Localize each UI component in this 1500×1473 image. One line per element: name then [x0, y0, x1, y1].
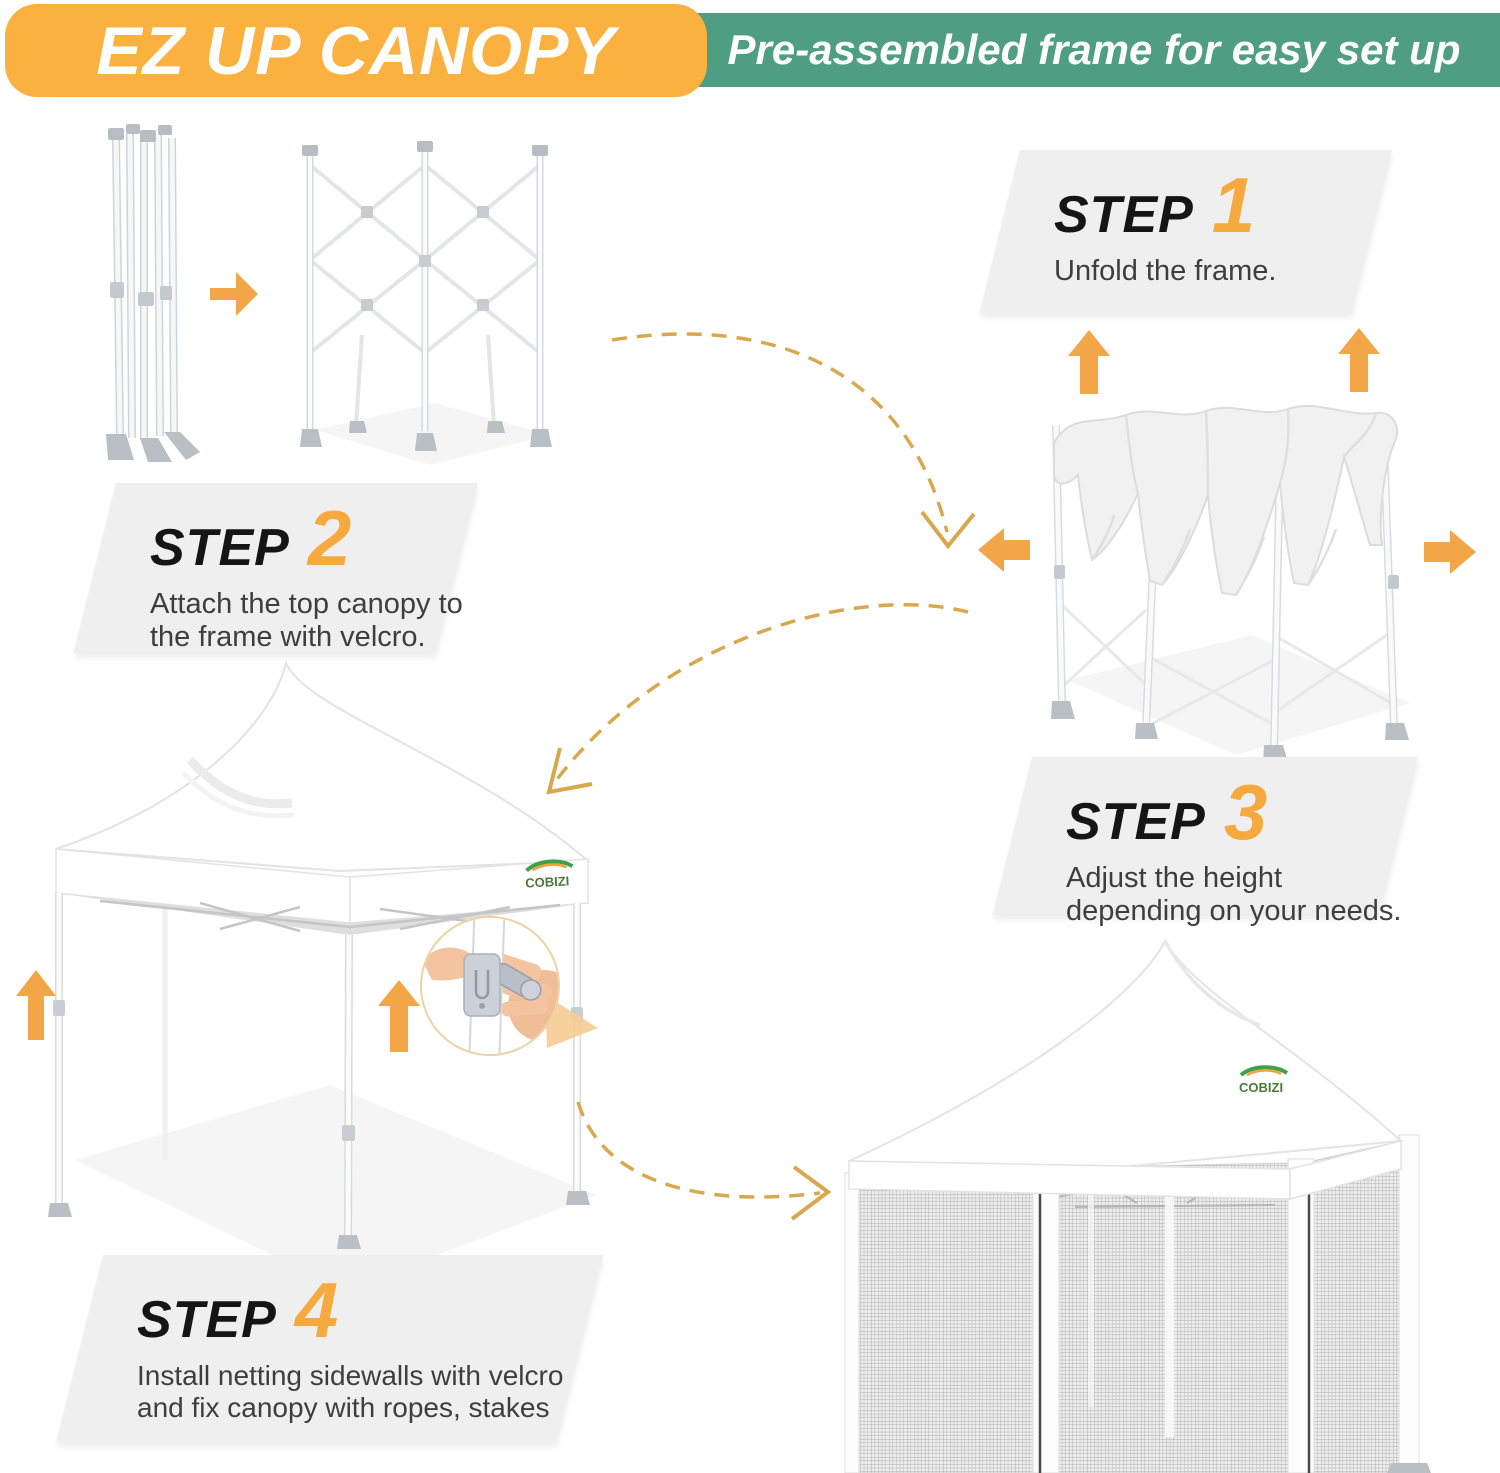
up-arrow-icon: [1068, 330, 1110, 394]
step-label: STEP: [1054, 186, 1194, 244]
step-1-panel: STEP 1 Unfold the frame.: [979, 150, 1392, 313]
header-brand-title: EZ UP CANOPY: [96, 12, 616, 89]
inset-callout-wedge: [545, 995, 598, 1048]
step-number: 4: [294, 1266, 339, 1354]
right-arrow-icon: [210, 272, 258, 316]
step-label: STEP: [150, 519, 290, 577]
step-3-panel: STEP 3 Adjust the height depending on yo…: [992, 757, 1418, 927]
cobizi-logo: COBIZI: [1239, 1065, 1289, 1095]
step-2-description: Attach the top canopy to the frame with …: [150, 588, 463, 654]
folded-frame-illustration: [106, 124, 200, 462]
up-arrow-icon: [16, 970, 56, 1040]
height-lock-inset: [420, 916, 560, 1056]
right-arrow-icon: [1424, 530, 1476, 574]
unfolded-frame-illustration: [300, 141, 552, 465]
left-arrow-icon: [978, 528, 1030, 572]
step-4-heading: STEP 4: [137, 1265, 603, 1356]
step-label: STEP: [137, 1291, 277, 1349]
step-1-heading: STEP 1: [1054, 160, 1392, 251]
step-2-heading: STEP 2: [150, 493, 478, 584]
flow-arrow-step2-to-step4: [576, 1101, 821, 1199]
header-tagline-band: Pre-assembled frame for easy set up: [688, 13, 1500, 87]
step-label: STEP: [1066, 793, 1206, 851]
header-brand-pill: EZ UP CANOPY: [5, 4, 707, 97]
canopy-tent-illustration: COBIZI: [48, 659, 596, 1290]
flow-arrowhead-right: [790, 1165, 832, 1221]
flow-arrow-frame-to-step1: [611, 332, 949, 533]
step-1-description: Unfold the frame.: [1054, 255, 1277, 287]
step-number: 3: [1223, 768, 1268, 856]
lock-body: [463, 953, 501, 1017]
up-arrow-icon: [1338, 328, 1380, 392]
step-4-panel: STEP 4 Install netting sidewalls with ve…: [56, 1255, 603, 1442]
header-tagline: Pre-assembled frame for easy set up: [727, 26, 1461, 73]
svg-text:COBIZI: COBIZI: [525, 873, 570, 890]
step-4-description: Install netting sidewalls with velcro an…: [137, 1360, 564, 1423]
step-2-panel: STEP 2 Attach the top canopy to the fram…: [73, 483, 478, 654]
lock-latch: [474, 970, 490, 1000]
step-number: 1: [1211, 161, 1256, 249]
flow-arrow-step1-to-step2: [550, 602, 969, 788]
cobizi-logo: COBIZI: [525, 859, 574, 891]
step-3-description: Adjust the height depending on your need…: [1066, 862, 1402, 928]
step-3-heading: STEP 3: [1066, 767, 1418, 858]
direction-arrows: [16, 328, 1476, 1052]
lock-lever: [491, 962, 542, 1001]
mesh-canopy-illustration: COBIZI: [844, 938, 1431, 1473]
height-lock-detail: [422, 918, 558, 1054]
draped-frame-illustration: [1051, 404, 1410, 762]
flow-arrows: [546, 332, 976, 1221]
flow-arrowhead-down: [920, 510, 976, 550]
svg-text:COBIZI: COBIZI: [1239, 1080, 1283, 1095]
step-number: 2: [307, 494, 352, 582]
flow-arrowhead-downleft: [546, 747, 593, 795]
up-arrow-icon: [378, 980, 420, 1052]
lock-screw: [479, 1003, 485, 1009]
